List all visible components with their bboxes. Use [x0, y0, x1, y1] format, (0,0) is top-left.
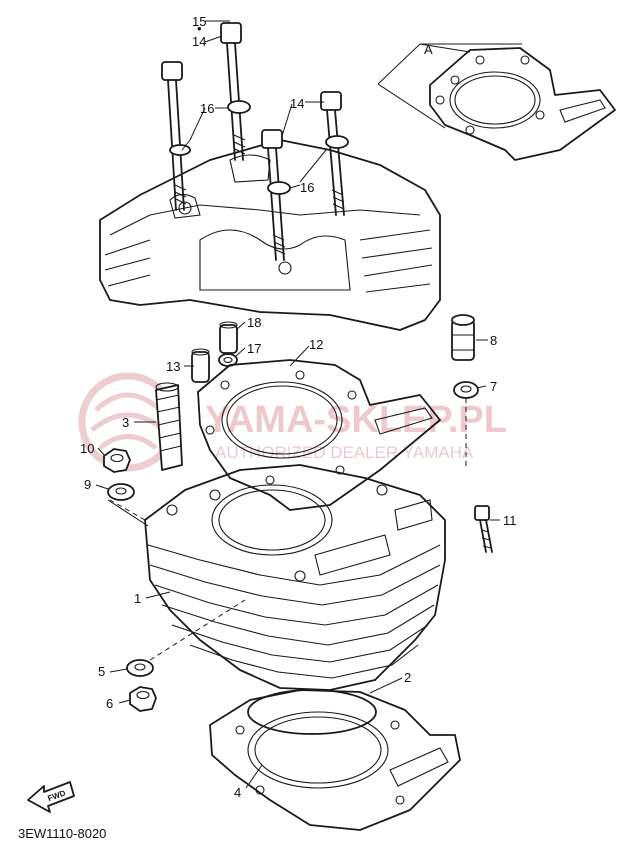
- bolt-center-tall: [220, 22, 251, 161]
- washer-5: [126, 659, 154, 677]
- callout-15: 15: [192, 14, 206, 29]
- callout-10: 10: [80, 441, 94, 456]
- washer-9: [107, 483, 135, 501]
- cylinder-1: [144, 464, 446, 691]
- watermark-text: YAMA-SKLEP.PL: [205, 399, 507, 441]
- leader-lines: [95, 20, 500, 789]
- bolt-center-short: [261, 129, 291, 261]
- dowel-pin-18: [219, 321, 238, 354]
- callout-13: 13: [166, 359, 180, 374]
- bolt-right: [320, 91, 349, 216]
- callout-12: 12: [309, 337, 323, 352]
- head-gasket-detail: [377, 43, 616, 161]
- callout-18: 18: [247, 315, 261, 330]
- dimension-label: A: [424, 42, 433, 57]
- callout-6: 6: [106, 696, 113, 711]
- bolt-left: [161, 61, 191, 211]
- base-gasket-4: [209, 689, 461, 831]
- watermark-subtext: AUTHORIZED DEALER YAMAHA: [215, 443, 474, 462]
- callout-16-right: 16: [300, 180, 314, 195]
- callout-17: 17: [247, 341, 261, 356]
- callout-3: 3: [122, 415, 129, 430]
- cylinder-gasket-12: [197, 359, 441, 511]
- callout-14-top: 14: [192, 34, 206, 49]
- callout-9: 9: [84, 477, 91, 492]
- bolt-11: [474, 505, 493, 553]
- washer-7: [453, 381, 479, 399]
- nut-10: [103, 448, 131, 473]
- callout-16-left: 16: [200, 101, 214, 116]
- part-code: 3EW1110-8020: [18, 826, 106, 841]
- callout-7: 7: [490, 379, 497, 394]
- stud-3: [155, 382, 183, 471]
- fwd-arrow-icon: FWD: [27, 781, 75, 813]
- callout-numbers: 15 • 14 16 14 16 18 17 13 12 8 7 3 10 9 …: [80, 14, 517, 800]
- callout-14-right: 14: [290, 96, 304, 111]
- callout-2: 2: [404, 670, 411, 685]
- callout-1: 1: [134, 591, 141, 606]
- nut-6: [129, 686, 157, 712]
- dowel-pin-13: [191, 348, 210, 383]
- watermark: YAMA-SKLEP.PL AUTHORIZED DEALER YAMAHA: [78, 372, 507, 472]
- callout-11: 11: [503, 513, 517, 528]
- callout-5: 5: [98, 664, 105, 679]
- callout-8: 8: [490, 333, 497, 348]
- callout-4: 4: [234, 785, 241, 800]
- callout-dot: •: [197, 21, 202, 36]
- stud-8: [451, 314, 475, 361]
